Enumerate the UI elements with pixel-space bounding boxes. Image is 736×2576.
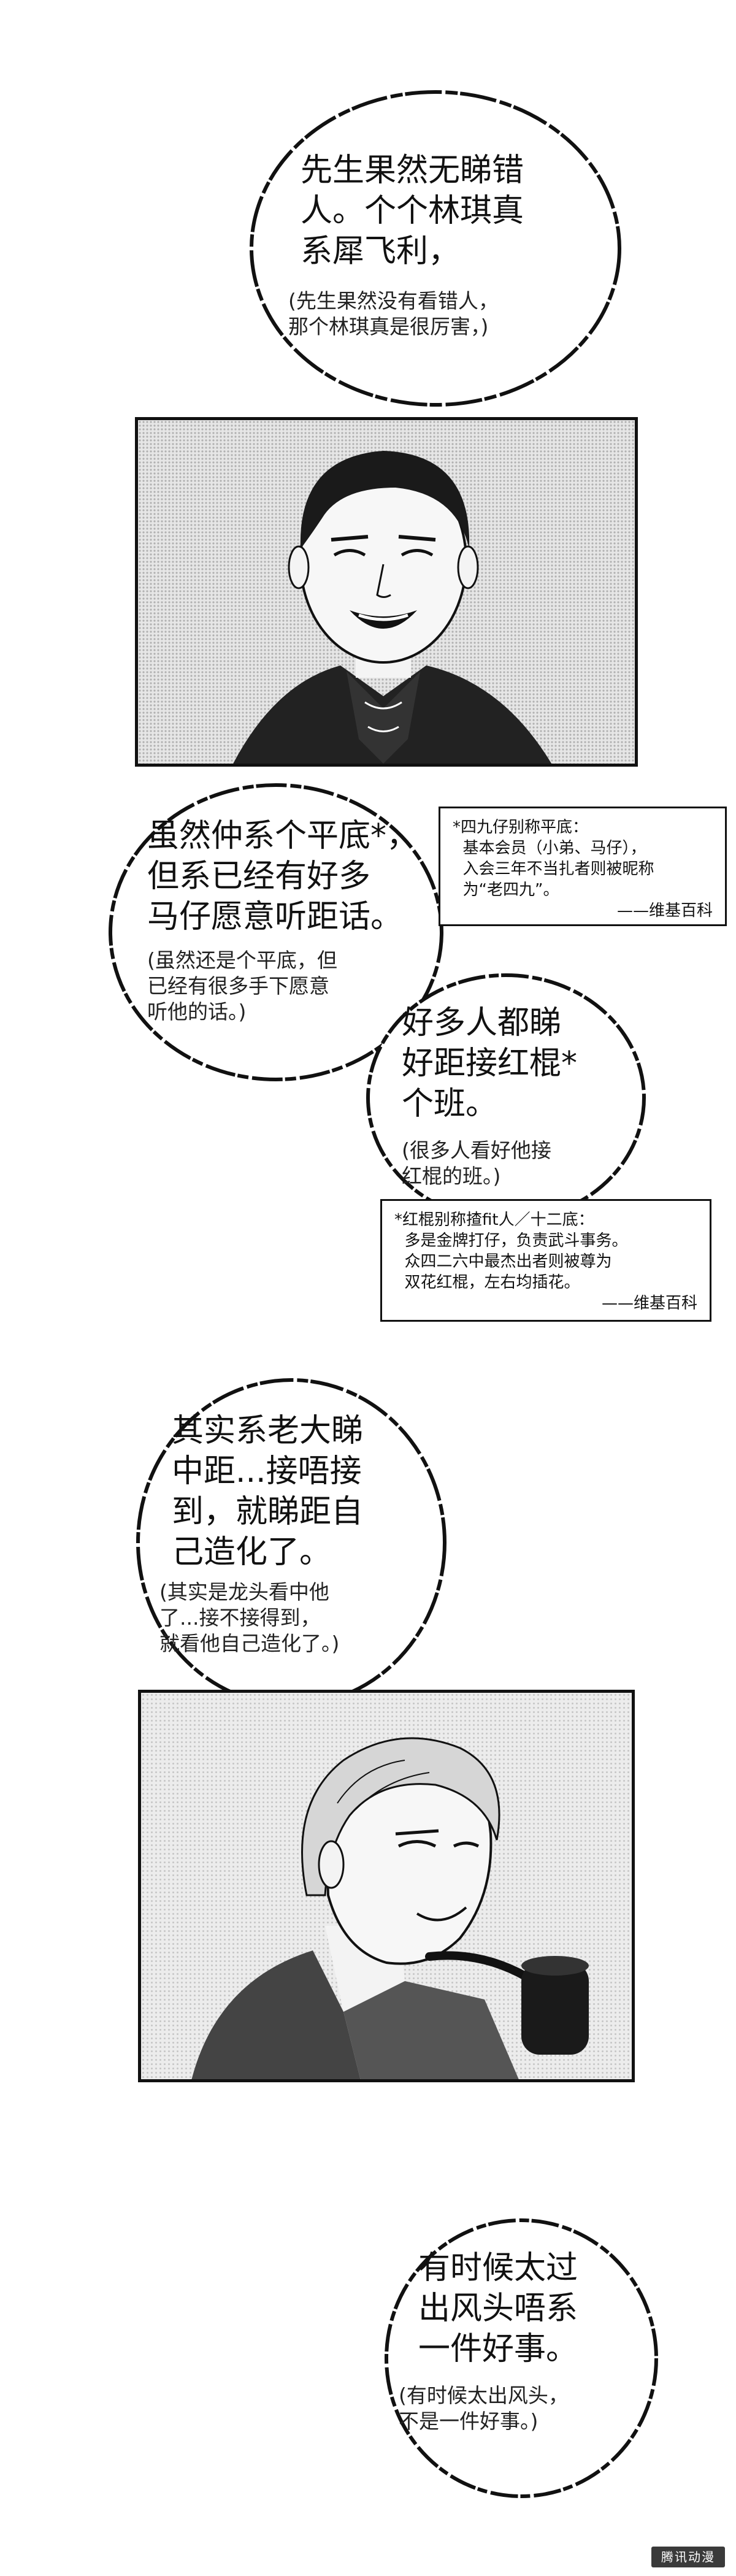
footnote-2-source: ——维基百科: [601, 1294, 697, 1313]
footnote-1-line: 为“老四九”。: [453, 881, 559, 899]
bubble-2-text: 虽然仲系个平底*， 但系已经有好多 马仔愿意听距话。: [147, 818, 419, 935]
bubble-5-text: 有时候太过 出风头唔系 一件好事。: [418, 2250, 578, 2367]
footnote-2-line: 众四二六中最杰出者则被尊为: [394, 1252, 612, 1271]
man-with-pipe-illustration: [141, 1693, 632, 2079]
bubble-4-text: 其实系老大睇 中距...接唔接 到，就睇距自 己造化了。: [172, 1413, 364, 1571]
bubble-4-translation: (其实是龙头看中他 了...接不接得到， 就看他自己造化了。): [159, 1580, 340, 1655]
bubble-outline: [385, 2218, 658, 2498]
bubble-outline: [109, 783, 443, 1081]
footnote-2-line: 双花红棍，左右均插花。: [394, 1273, 580, 1292]
bubble-3-translation: (很多人看好他接 红棍的班。): [402, 1138, 551, 1188]
footnote-2-line: 多是金牌打仔，负责武斗事务。: [394, 1232, 628, 1250]
smiling-man-illustration: [138, 420, 635, 764]
bubble-1-text: 先生果然无睇错 人。个个林琪真 系犀飞利，: [301, 152, 524, 270]
speech-bubble-2: 虽然仲系个平底*， 但系已经有好多 马仔愿意听距话。 (虽然还是个平底，但 已经…: [104, 779, 448, 1086]
footnote-2-line: *红棍别称揸fit人／十二底：: [394, 1211, 594, 1229]
bubble-1-translation: (先生果然没有看错人， 那个林琪真是很厉害，): [288, 289, 499, 339]
footnote-box-2: *红棍别称揸fit人／十二底： 多是金牌打仔，负责武斗事务。 众四二六中最杰出者…: [380, 1199, 711, 1322]
speech-bubble-3: 好多人都睇 好距接红棍* 个班。 (很多人看好他接 红棍的班。): [362, 969, 650, 1227]
speech-bubble-4: 其实系老大睇 中距...接唔接 到，就睇距自 己造化了。 (其实是龙头看中他 了…: [132, 1374, 451, 1711]
watermark-logo: 腾讯动漫: [651, 2547, 725, 2567]
bubble-outline: [366, 973, 646, 1222]
panel-1: [135, 417, 638, 767]
panel-2: [138, 1690, 635, 2082]
bubble-2-translation: (虽然还是个平底，但 已经有很多手下愿意 听他的话。): [147, 948, 337, 1024]
footnote-1-line: 入会三年不当扎者则被昵称: [453, 860, 654, 878]
speech-bubble-1: 先生果然无睇错 人。个个林琪真 系犀飞利， (先生果然没有看错人， 那个林琪真是…: [245, 86, 626, 411]
speech-bubble-5: 有时候太过 出风头唔系 一件好事。 (有时候太出风头， 不是一件好事。): [380, 2214, 662, 2502]
bubble-3-text: 好多人都睇 好距接红棍* 个班。: [402, 1005, 578, 1122]
footnote-1-line: *四九仔别称平底：: [453, 818, 589, 837]
bubble-5-translation: (有时候太出风头， 不是一件好事。): [399, 2383, 569, 2433]
footnote-1-line: 基本会员（小弟、马仔），: [453, 839, 646, 857]
bubble-outline: [250, 90, 621, 407]
footnote-1-source: ——维基百科: [616, 902, 713, 920]
footnote-box-1: *四九仔别称平底： 基本会员（小弟、马仔）， 入会三年不当扎者则被昵称 为“老四…: [439, 807, 727, 926]
